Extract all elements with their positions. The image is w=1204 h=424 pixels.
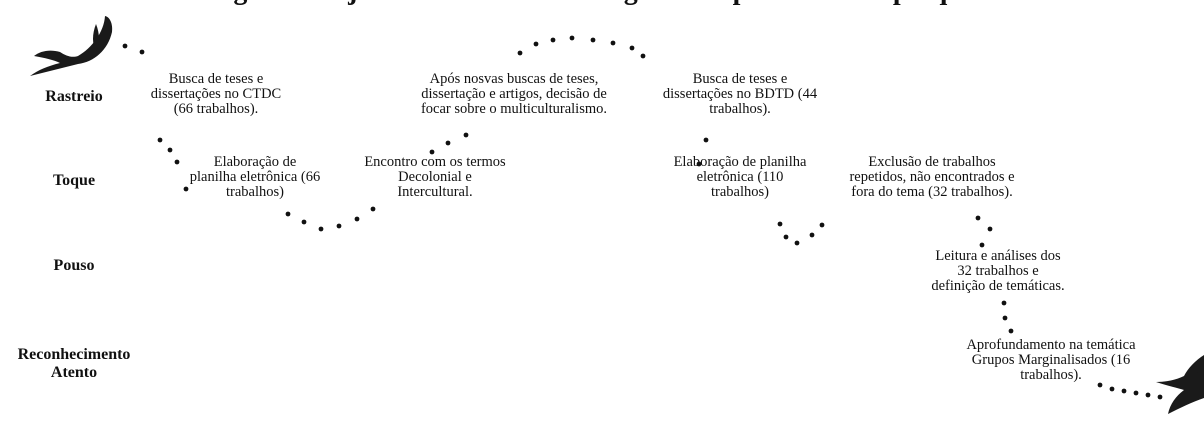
- path-dot: [777, 221, 783, 227]
- path-dot: [640, 53, 646, 59]
- path-dot: [122, 43, 128, 49]
- path-dot: [979, 242, 985, 248]
- path-dot: [987, 226, 993, 232]
- diagram-title: Figura: Trajetória realizada ao longo do…: [0, 0, 1204, 8]
- path-dot: [975, 215, 981, 221]
- path-dot: [336, 223, 342, 229]
- path-dot: [569, 35, 575, 41]
- path-dot: [1109, 386, 1115, 392]
- stage-label-reconhecimento-atento: Reconhecimento Atento: [17, 346, 131, 381]
- step-note-3: Encontro com os termos Decolonial e Inte…: [364, 154, 506, 200]
- step-note-4: Após nosvas buscas de teses, dissertação…: [420, 71, 608, 117]
- path-dot: [174, 159, 180, 165]
- path-dot: [703, 137, 709, 143]
- path-dot: [429, 149, 435, 155]
- path-dot: [445, 140, 451, 146]
- path-dot: [167, 147, 173, 153]
- path-dot: [783, 234, 789, 240]
- step-note-9: Aprofundamento na temática Grupos Margin…: [966, 337, 1136, 383]
- path-dot: [285, 211, 291, 217]
- path-dot: [139, 49, 145, 55]
- path-dot: [610, 40, 616, 46]
- path-dot: [1008, 328, 1014, 334]
- path-dot: [1002, 315, 1008, 321]
- path-dot: [1121, 388, 1127, 394]
- path-dot: [1001, 300, 1007, 306]
- path-dot: [1145, 392, 1151, 398]
- step-note-1: Busca de teses e dissertações no CTDC (6…: [150, 71, 282, 117]
- step-note-7: Exclusão de trabalhos repetidos, não enc…: [849, 154, 1015, 200]
- path-dot: [1097, 382, 1103, 388]
- path-dot: [819, 222, 825, 228]
- path-dot: [301, 219, 307, 225]
- path-dot: [370, 206, 376, 212]
- path-dot: [157, 137, 163, 143]
- step-note-2: Elaboração de planilha eletrônica (66 tr…: [189, 154, 321, 200]
- stage-label-pouso: Pouso: [53, 257, 95, 274]
- path-dot: [1157, 394, 1163, 400]
- swallow-bird-icon: [1156, 355, 1204, 414]
- stage-label-rastreio: Rastreio: [45, 88, 103, 105]
- path-dot: [590, 37, 596, 43]
- stage-label-toque: Toque: [52, 172, 96, 189]
- path-dot: [629, 45, 635, 51]
- path-dot: [517, 50, 523, 56]
- path-dot: [533, 41, 539, 47]
- path-dot: [318, 226, 324, 232]
- path-dot: [1133, 390, 1139, 396]
- path-dot: [550, 37, 556, 43]
- step-note-8: Leitura e análises dos 32 trabalhos e de…: [931, 248, 1065, 294]
- path-dot: [183, 186, 189, 192]
- path-dot: [809, 232, 815, 238]
- path-dot: [794, 240, 800, 246]
- swallow-bird-icon: [30, 16, 113, 76]
- path-dot: [696, 161, 702, 167]
- path-dot: [354, 216, 360, 222]
- path-dot: [463, 132, 469, 138]
- step-note-5: Busca de teses e dissertações no BDTD (4…: [662, 71, 818, 117]
- step-note-6: Elaboração de planilha eletrônica (110 t…: [673, 154, 807, 200]
